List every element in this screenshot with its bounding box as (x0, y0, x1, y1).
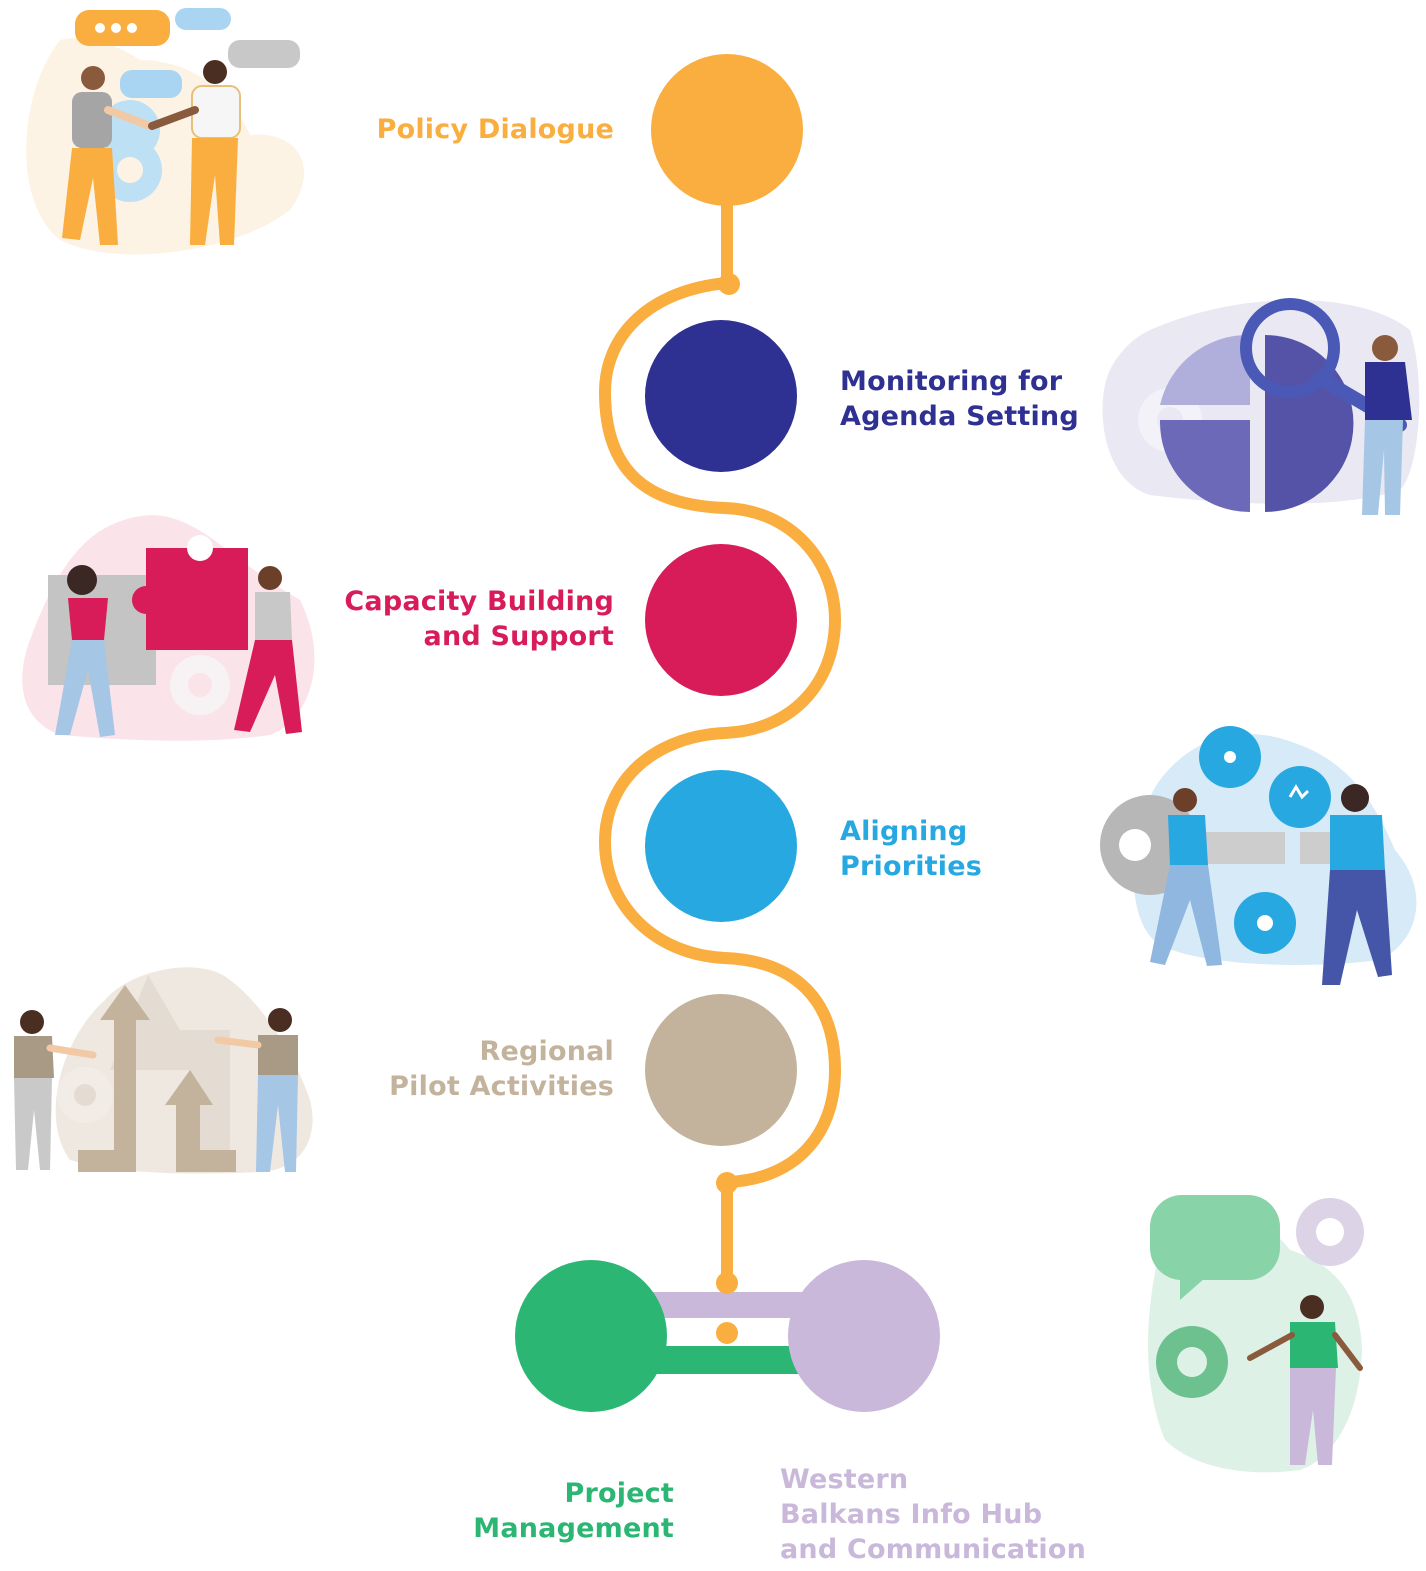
arrows-people-icon (14, 967, 313, 1174)
label-line: and Support (423, 621, 614, 652)
label-line: Balkans Info Hub (780, 1499, 1043, 1530)
node-policy-dialogue (651, 54, 803, 206)
node-info-hub (788, 1260, 940, 1412)
label-line: Priorities (840, 851, 983, 882)
label-line: Regional (479, 1036, 614, 1067)
magnifier-pie-chart-icon (1102, 298, 1420, 515)
label-line: Policy Dialogue (376, 114, 614, 145)
label-line: Aligning (840, 816, 968, 847)
key-people-icon (1100, 726, 1417, 985)
label-capacity-building: Capacity Building and Support (344, 584, 614, 654)
label-line: Western (780, 1464, 909, 1495)
label-line: Management (473, 1513, 674, 1544)
label-line: Capacity Building (344, 586, 614, 617)
node-capacity-building (645, 544, 797, 696)
joint-dot-top (718, 273, 740, 295)
label-line: Monitoring for (840, 366, 1063, 397)
joint-dot-bottom (716, 1172, 738, 1194)
handshake-people-icon (26, 8, 305, 255)
node-project-management (515, 1260, 667, 1412)
label-line: Agenda Setting (840, 401, 1079, 432)
label-line: Project (564, 1478, 674, 1509)
lavender-bar (640, 1292, 820, 1318)
speech-gear-person-icon (1148, 1195, 1364, 1473)
node-monitoring (645, 320, 797, 472)
node-aligning-priorities (645, 770, 797, 922)
label-policy-dialogue: Policy Dialogue (377, 112, 614, 147)
puzzle-people-icon (22, 515, 315, 741)
joint-dot-bar-mid (716, 1322, 738, 1344)
connector-path (598, 189, 842, 1289)
label-line: Pilot Activities (389, 1071, 614, 1102)
label-line: and Communication (780, 1534, 1087, 1565)
node-regional-pilot (645, 994, 797, 1146)
joint-dot-bar-top (716, 1272, 738, 1294)
